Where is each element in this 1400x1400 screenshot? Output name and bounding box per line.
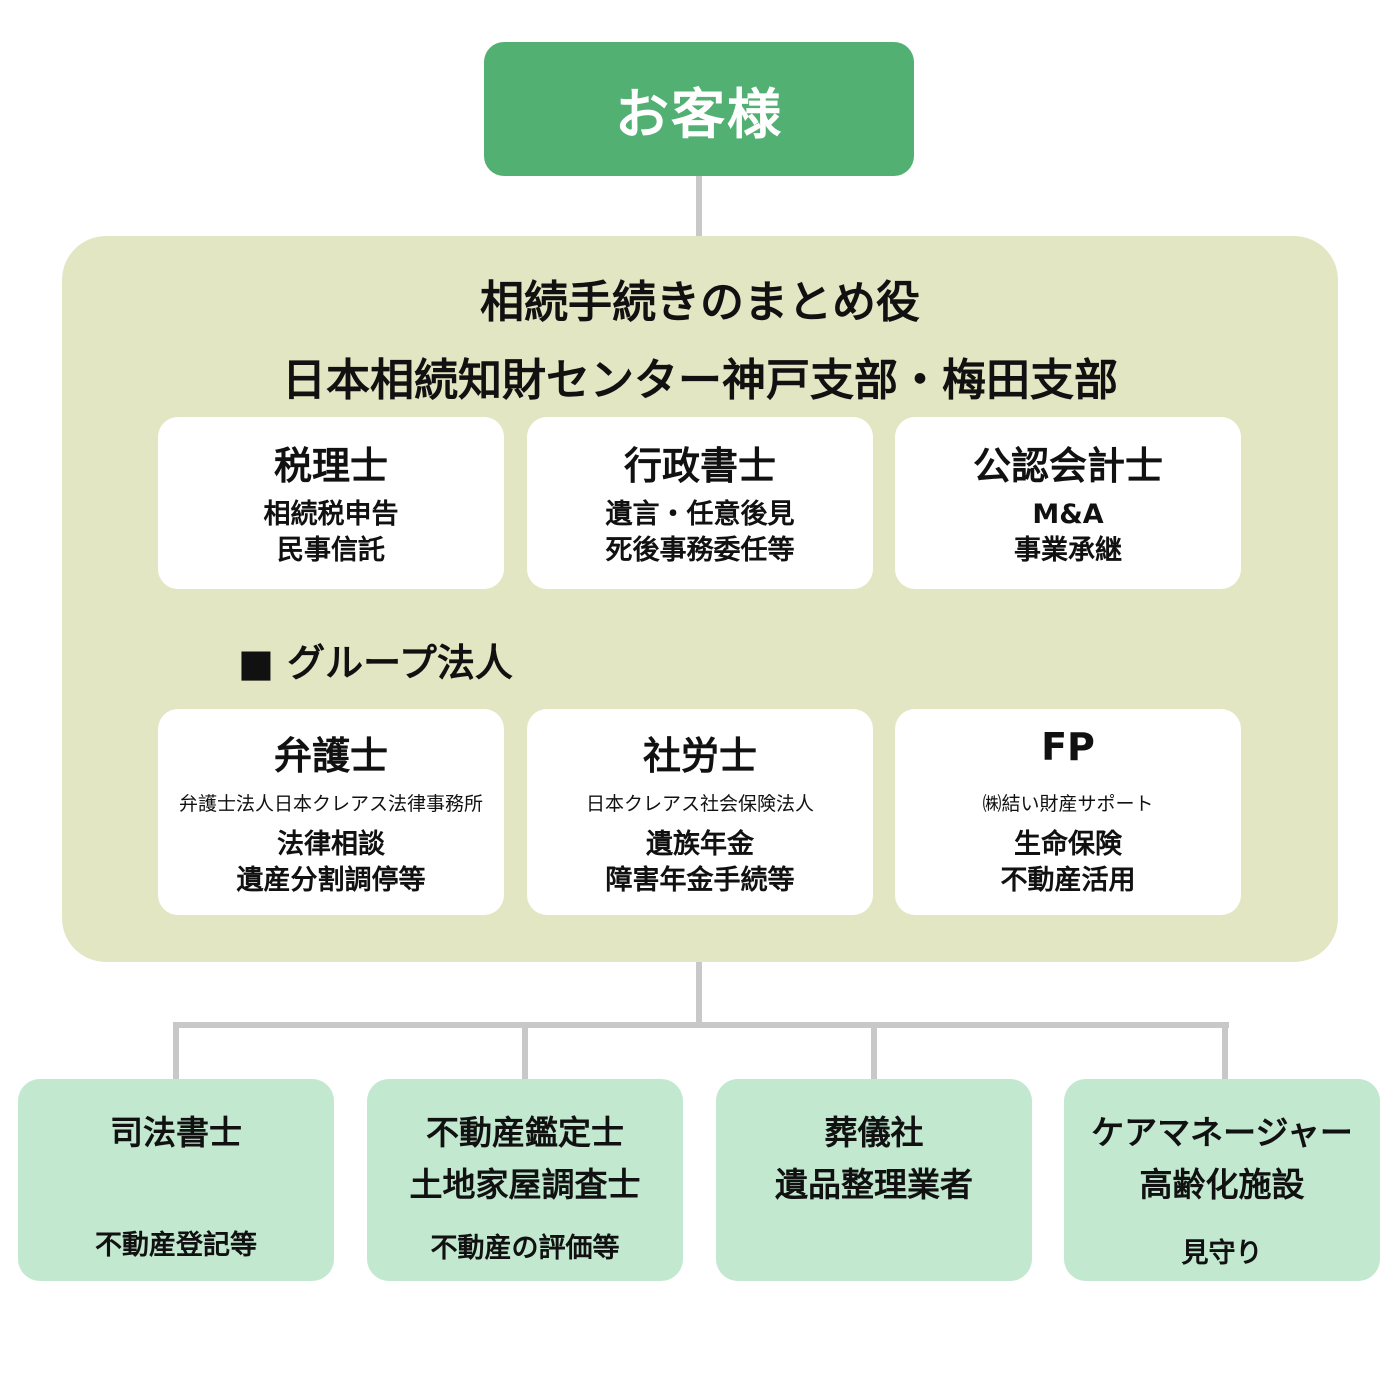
customer-label: お客様 — [615, 82, 783, 146]
partner-title: 不動産鑑定士 — [426, 1113, 624, 1152]
partner-title: 葬儀社 — [824, 1113, 924, 1152]
group-desc-line: 法律相談 — [277, 829, 385, 860]
partner-desc: 不動産の評価等 — [430, 1233, 620, 1264]
connector-panel-down — [696, 962, 702, 1026]
service-desc-line: 遺言・任意後見 — [605, 499, 795, 530]
group-org: 日本クレアス社会保険法人 — [585, 793, 814, 815]
connector-horizontal — [173, 1022, 1229, 1028]
service-title: 行政書士 — [623, 444, 776, 488]
partner-care-manager: ケアマネージャー 高齢化施設 見守り — [1064, 1079, 1380, 1281]
partner-desc: 見守り — [1181, 1238, 1263, 1269]
group-desc: 遺族年金 障害年金手続等 — [527, 827, 873, 899]
service-desc: M&A 事業承継 — [895, 497, 1241, 569]
group-card-fp: FP ㈱結い財産サポート 生命保険 不動産活用 — [895, 709, 1241, 915]
group-title: 社労士 — [642, 734, 757, 778]
service-card-administrative-scrivener: 行政書士 遺言・任意後見 死後事務委任等 — [527, 417, 873, 589]
partner-title-2: 土地家屋調査士 — [409, 1165, 641, 1204]
group-desc: 生命保険 不動産活用 — [895, 827, 1241, 899]
connector-partner-4 — [1222, 1022, 1228, 1079]
customer-box: お客様 — [484, 42, 914, 176]
partner-title: 司法書士 — [110, 1113, 242, 1152]
service-title: 税理士 — [273, 444, 388, 488]
connector-partner-2 — [522, 1022, 528, 1079]
partner-real-estate-appraiser: 不動産鑑定士 土地家屋調査士 不動産の評価等 — [367, 1079, 683, 1281]
group-org: 弁護士法人日本クレアス法律事務所 — [178, 793, 483, 815]
group-desc-line: 遺族年金 — [646, 829, 754, 860]
group-desc-line: 生命保険 — [1014, 829, 1122, 860]
partner-desc: 不動産登記等 — [95, 1230, 257, 1261]
group-title: 弁護士 — [273, 734, 388, 778]
service-desc: 遺言・任意後見 死後事務委任等 — [527, 497, 873, 569]
service-title: 公認会計士 — [972, 444, 1163, 488]
coordinator-title: 相続手続きのまとめ役 — [480, 277, 920, 328]
service-desc-line: 事業承継 — [1014, 535, 1122, 566]
coordinator-name: 日本相続知財センター神戸支部・梅田支部 — [282, 355, 1118, 406]
service-desc-line: M&A — [1032, 499, 1104, 530]
coordinator-panel: 相続手続きのまとめ役 日本相続知財センター神戸支部・梅田支部 税理士 相続税申告… — [62, 236, 1338, 962]
group-title: FP — [1041, 725, 1095, 769]
connector-customer-panel — [696, 176, 702, 236]
group-desc: 法律相談 遺産分割調停等 — [158, 827, 504, 899]
group-label: ■ グループ法人 — [238, 641, 513, 685]
partner-judicial-scrivener: 司法書士 不動産登記等 — [18, 1079, 334, 1281]
partner-title-2: 高齢化施設 — [1139, 1165, 1305, 1204]
service-desc-line: 民事信託 — [277, 535, 385, 566]
group-desc-line: 障害年金手続等 — [605, 865, 795, 896]
partner-title: ケアマネージャー — [1091, 1113, 1353, 1152]
service-desc-line: 死後事務委任等 — [605, 535, 795, 566]
service-card-tax-accountant: 税理士 相続税申告 民事信託 — [158, 417, 504, 589]
group-desc-line: 遺産分割調停等 — [236, 865, 426, 896]
service-desc-line: 相続税申告 — [263, 499, 399, 530]
partner-title-2: 遺品整理業者 — [775, 1165, 973, 1204]
group-card-lawyer: 弁護士 弁護士法人日本クレアス法律事務所 法律相談 遺産分割調停等 — [158, 709, 504, 915]
group-org: ㈱結い財産サポート — [982, 793, 1154, 815]
service-card-cpa: 公認会計士 M&A 事業承継 — [895, 417, 1241, 589]
partner-funeral: 葬儀社 遺品整理業者 — [716, 1079, 1032, 1281]
connector-partner-1 — [173, 1022, 179, 1079]
service-desc: 相続税申告 民事信託 — [158, 497, 504, 569]
group-desc-line: 不動産活用 — [1000, 865, 1136, 896]
connector-partner-3 — [871, 1022, 877, 1079]
group-card-labor-consultant: 社労士 日本クレアス社会保険法人 遺族年金 障害年金手続等 — [527, 709, 873, 915]
